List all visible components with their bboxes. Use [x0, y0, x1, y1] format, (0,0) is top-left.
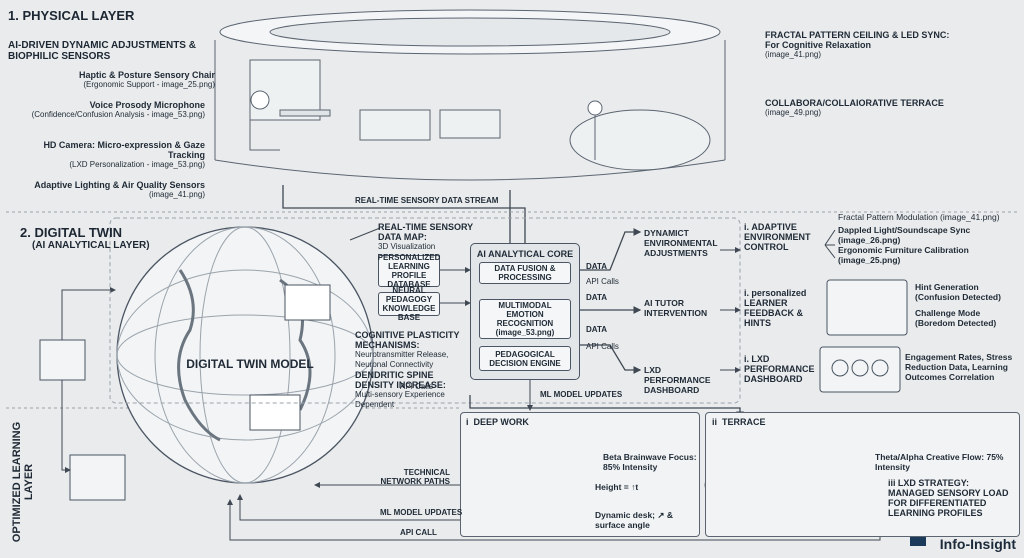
api-label-1: API Calls [586, 277, 619, 286]
core-title: AI ANALYTICAL CORE [476, 249, 574, 259]
brand-name: Info-Insight [939, 536, 1016, 552]
deep-work-panel [460, 412, 700, 537]
result-lxd: i. LXD PERFORMANCE DASHBOARD [744, 354, 815, 384]
left-panel-chart [39, 339, 86, 381]
hint-item-1: Hint Generation (Confusion Detected) [915, 282, 1001, 302]
api-label-2: API Calls [586, 342, 619, 351]
hint-screen-icon [826, 279, 908, 336]
physical-layer-subtitle: AI-DRIVEN DYNAMIC ADJUSTMENTS & BIOPHILI… [8, 40, 196, 62]
result-adaptive: i. ADAPTIVE ENVIRONMENT CONTROL [744, 222, 811, 252]
label-microphone: Voice Prosody Microphone(Confidence/Conf… [31, 100, 205, 119]
data-label-1: DATA [586, 262, 608, 271]
ai-analytical-core: AI ANALYTICAL CORE DATA FUSION & PROCESS… [470, 243, 580, 380]
api-calls-mid: API Calls [400, 382, 433, 391]
stream-label: REAL-TIME SENSORY DATA STREAM [355, 196, 499, 205]
env-item-3: Ergonomic Furniture Calibration (image_2… [838, 245, 969, 265]
api-call-bottom: API CALL [400, 528, 437, 537]
pedagogy-knowledge-base: NEURAL PEDAGOGY KNOWLEDGE BASE [378, 286, 440, 322]
output-env: DYNAMICT ENVIRONMENTAL ADJUSTMENTS [644, 228, 718, 258]
result-feedback: i. personalized LEARNER FEEDBACK & HINTS [744, 288, 807, 328]
theta-label: Theta/Alpha Creative Flow: 75% Intensity [875, 452, 1004, 472]
dendritic-label: DENDRITIC SPINE DENSITY INCREASE:Multi-s… [355, 370, 446, 409]
label-camera: HD Camera: Micro-expression & Gaze Track… [43, 140, 205, 169]
ml-updates-top: ML MODEL UPDATES [540, 390, 623, 399]
data-fusion-box: DATA FUSION & PROCESSING [479, 262, 571, 284]
terrace-panel [705, 412, 1020, 537]
output-dashboard: LXD PERFORMANCE DASHBOARD [644, 365, 711, 395]
env-item-1: Fractal Pattern Modulation (image_41.png… [838, 212, 1000, 222]
digital-twin-model-label: DIGITAL TWIN MODEL [186, 357, 314, 371]
left-panel-brain [69, 454, 126, 501]
desk-label: Dynamic desk; ↗ & surface angle [595, 510, 673, 530]
globe-illustration [116, 226, 374, 484]
hint-item-2: Challenge Mode (Boredom Detected) [915, 308, 997, 328]
dashboard-screen-icon [819, 346, 901, 393]
emotion-recognition-box: MULTIMODAL EMOTION RECOGNITION (image_53… [479, 299, 571, 339]
physical-room-illustration [214, 9, 726, 181]
terrace-heading: ii TERRACE [712, 417, 766, 427]
dash-items: Engagement Rates, Stress Reduction Data,… [905, 352, 1013, 382]
strategy-label: iii LXD STRATEGY: MANAGED SENSORY LOAD F… [888, 478, 1009, 518]
env-item-2: Dappled Light/Soundscape Sync (image_26.… [838, 225, 971, 245]
optimized-title: OPTIMIZED LEARNING LAYER [11, 421, 35, 543]
label-lighting: Adaptive Lighting & Air Quality Sensors(… [34, 180, 205, 199]
ml-updates-bottom: ML MODEL UPDATES [380, 508, 463, 517]
twin-subtitle: (AI ANALYTICAL LAYER) [32, 240, 150, 251]
plasticity-label: COGNITIVE PLASTICITY MECHANISMS:Neurotra… [355, 330, 460, 369]
learning-profile-db: PERSONALIZED LEARNING PROFILE DATABASE [377, 253, 441, 289]
physical-layer-title: 1. PHYSICAL LAYER [8, 8, 135, 23]
deep-work-heading: i DEEP WORK [466, 417, 529, 427]
height-label: Height = ↑t [595, 482, 639, 492]
data-map-label: REAL-TIME SENSORY DATA MAP:3D Visualizat… [378, 222, 474, 251]
label-terrace: COLLABORA/COLLAIORATIVE TERRACE(image_49… [765, 98, 944, 117]
tech-paths: TECHNICAL NETWORK PATHS [380, 468, 450, 486]
beta-label: Beta Brainwave Focus: 85% Intensity [603, 452, 697, 472]
label-chair: Haptic & Posture Sensory Chair(Ergonomic… [78, 70, 215, 89]
output-tutor: AI TUTOR INTERVENTION [644, 298, 708, 318]
data-label-3: DATA [586, 325, 608, 334]
decision-engine-box: PEDAGOGICAL DECISION ENGINE [479, 346, 571, 371]
twin-title: 2. DIGITAL TWIN [20, 225, 123, 240]
label-fractal-ceiling: FRACTAL PATTERN CEILING & LED SYNC:For C… [765, 30, 950, 59]
data-label-2: DATA [586, 293, 608, 302]
